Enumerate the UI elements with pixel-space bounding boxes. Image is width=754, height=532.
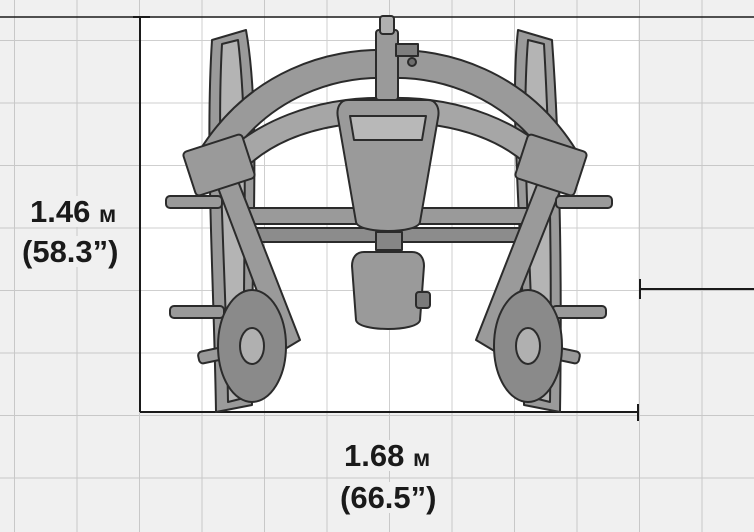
height-imperial-label: (58.3”) xyxy=(22,234,119,269)
right-plate-hub xyxy=(515,327,541,365)
right-middle-weight-horn xyxy=(551,305,607,319)
depth-extension-line xyxy=(639,279,754,299)
width-metric-label: 1.68 м xyxy=(344,438,431,473)
adjustment-bracket xyxy=(395,43,419,57)
left-plate-hub xyxy=(239,327,265,365)
left-upper-weight-horn xyxy=(165,195,223,209)
height-dimension-line xyxy=(133,16,150,412)
seat-adjust-knob xyxy=(415,291,431,309)
height-metric-unit: м xyxy=(98,201,117,227)
left-middle-weight-horn xyxy=(169,305,225,319)
pin-knob xyxy=(407,57,417,67)
right-arm-housing xyxy=(514,133,588,197)
center-pivot-post xyxy=(375,29,399,101)
seat-post xyxy=(375,231,403,251)
back-pad-top xyxy=(349,115,427,141)
left-arm-housing xyxy=(182,133,256,197)
height-metric-label: 1.46 м xyxy=(30,194,117,229)
pivot-cap xyxy=(379,15,395,35)
width-dimension-line xyxy=(140,404,639,421)
width-metric-unit: м xyxy=(412,445,431,471)
right-upper-weight-horn xyxy=(555,195,613,209)
width-imperial-label: (66.5”) xyxy=(340,480,437,515)
seat-pad xyxy=(351,251,425,330)
